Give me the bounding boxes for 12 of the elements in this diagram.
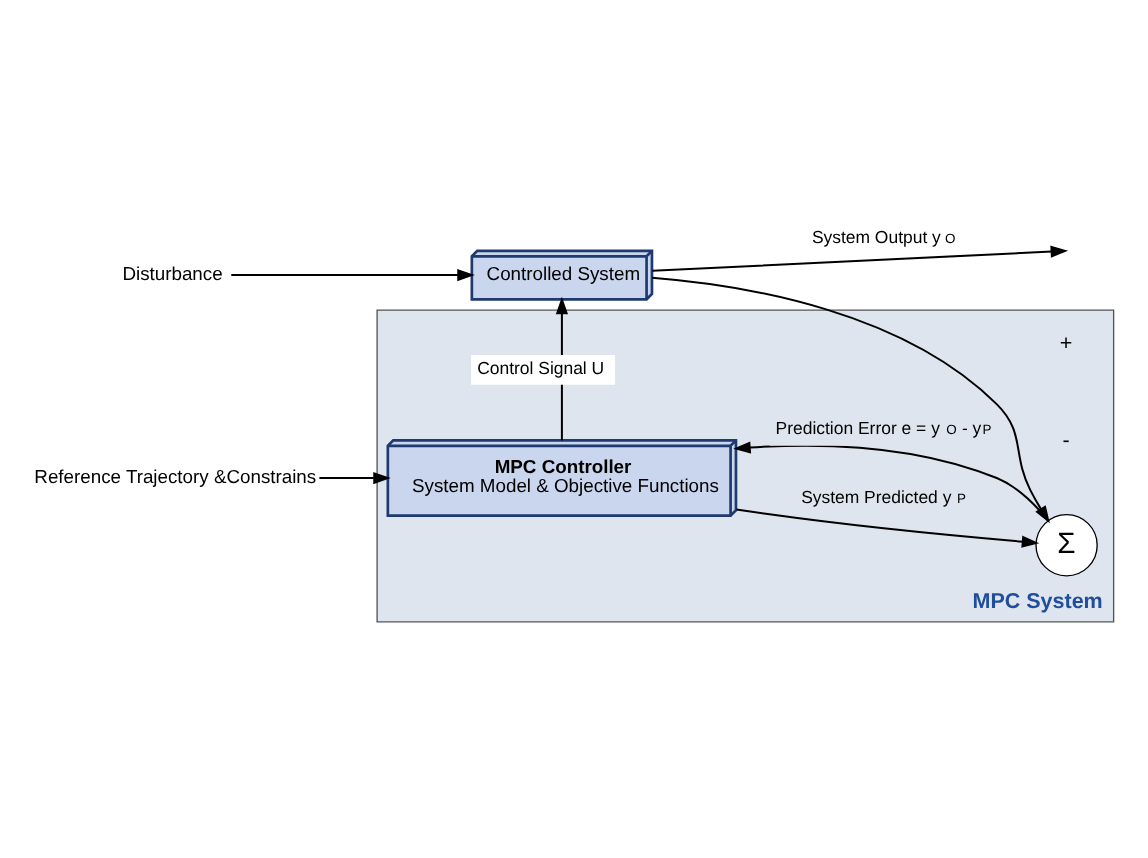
arrow [733,441,1050,522]
arrow [319,471,391,485]
arrow [652,245,1069,272]
edge-label: Control Signal U [477,358,605,379]
arrow [736,508,1040,548]
label: + [1059,332,1073,357]
node-text: Disturbance [122,262,223,285]
node-circle: Σ [1035,514,1098,577]
label: - [1062,428,1070,453]
arrow [231,268,475,282]
node-text: Reference Trajectory &Constrains [34,465,317,488]
arrow [651,276,1050,524]
